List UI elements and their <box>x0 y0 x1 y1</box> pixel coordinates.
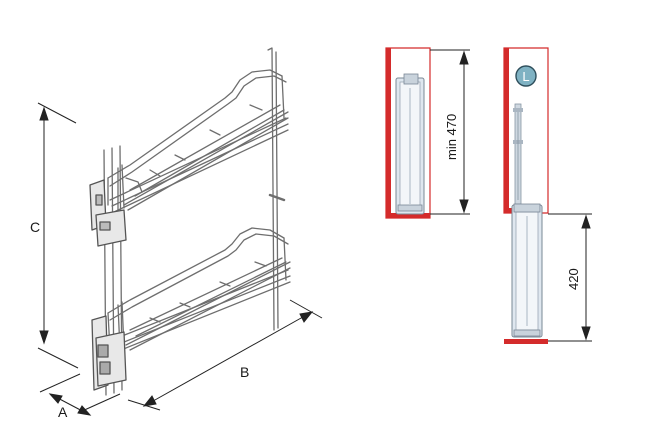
dimension-a <box>39 373 121 416</box>
pullout-unit-closed <box>395 73 425 215</box>
dimension-c <box>37 102 79 369</box>
top-basket <box>107 69 289 213</box>
dimension-extended-height <box>548 213 592 342</box>
cabinet-section-closed <box>385 47 431 219</box>
side-badge-label: L <box>522 69 529 84</box>
pullout-basket-illustration <box>89 47 291 396</box>
dimension-b <box>127 299 323 411</box>
bottom-basket <box>107 227 291 353</box>
top-mounting-bracket <box>89 179 127 247</box>
min-height-label: min 470 <box>444 114 459 160</box>
extended-height-label: 420 <box>566 268 581 290</box>
dimension-label-a: A <box>58 404 68 420</box>
dimension-min-height <box>430 49 470 215</box>
cabinet-section-open: L <box>503 47 549 344</box>
side-badge: L <box>515 65 537 87</box>
pullout-unit-open <box>511 203 543 338</box>
dimension-label-c: C <box>30 219 40 235</box>
bottom-mounting-bracket <box>91 315 127 391</box>
dimension-label-b: B <box>240 364 249 380</box>
guide-rail <box>513 103 523 205</box>
